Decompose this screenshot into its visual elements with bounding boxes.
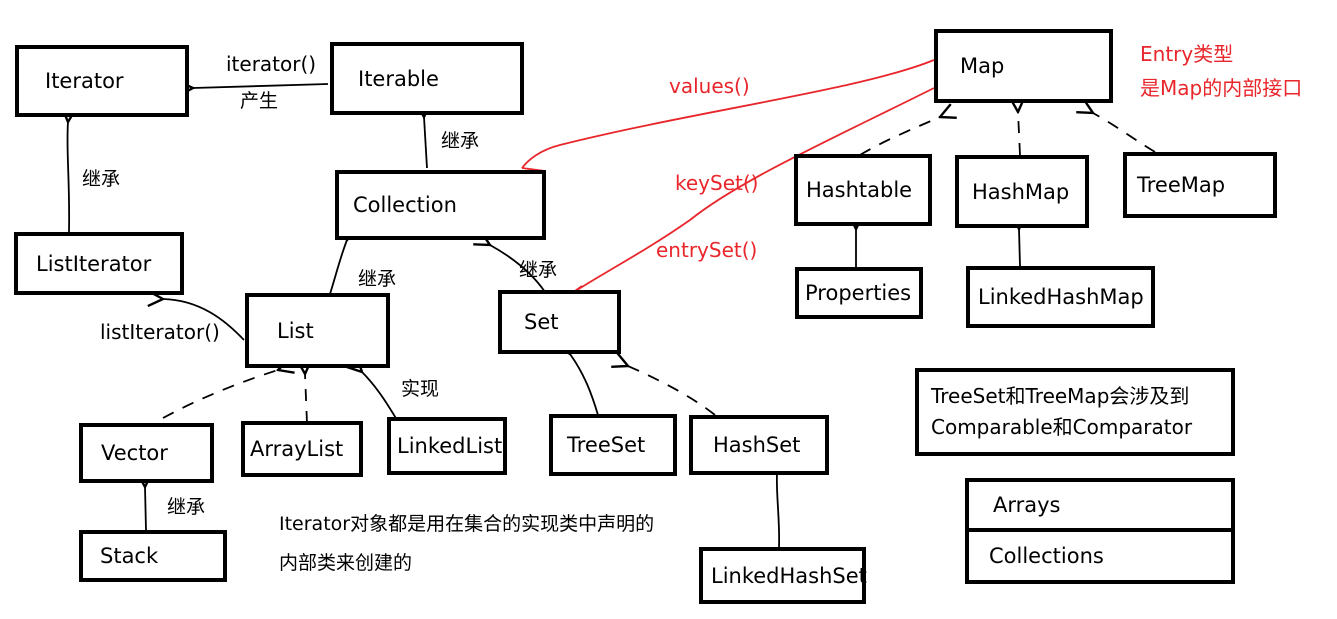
treemap-box: TreeMap (1123, 152, 1277, 218)
entry-type-line2: 是Map的内部接口 (1140, 76, 1303, 100)
linkedhashmap-inherit-arrow (1019, 229, 1020, 267)
comparator-note-line2: Comparable和Comparator (931, 415, 1193, 439)
hashtable-implement-arrow (859, 117, 940, 156)
linkedlist-implement-arrow (362, 372, 398, 421)
hashmap-box: HashMap (955, 155, 1089, 228)
list-inherit-label: 继承 (358, 268, 397, 290)
iterator-produce-arrow (193, 84, 329, 88)
hashtable-box: Hashtable (794, 154, 932, 226)
set-inherit-label: 继承 (519, 259, 558, 281)
iterable-box: Iterable (330, 42, 524, 115)
keyset-arrow (564, 87, 935, 299)
listiterator-box: ListIterator (14, 232, 184, 295)
properties-box: Properties (795, 267, 923, 319)
values-arrow (521, 59, 935, 169)
iterator-note-line1: Iterator对象都是用在集合的实现类中声明的 (279, 513, 655, 535)
hashset-implement-arrow (628, 366, 716, 416)
iterator-note-line2: 内部类来创建的 (279, 552, 413, 574)
entryset-label: entrySet() (656, 238, 758, 262)
vector-box: Vector (79, 423, 214, 483)
listiterator-method-label: listIterator() (100, 320, 220, 344)
map-box: Map (934, 29, 1113, 103)
listiterator-method-arrow (163, 299, 245, 341)
treeset-box: TreeSet (549, 414, 677, 476)
implement-label: 实现 (401, 378, 440, 400)
entry-type-line1: Entry类型 (1140, 42, 1234, 66)
collection-box: Collection (335, 170, 546, 240)
arrays-box: Arrays (965, 478, 1235, 532)
vector-implement-arrow (162, 370, 278, 419)
linkedlist-box: LinkedList (387, 417, 507, 475)
collection-inherit-arrow (424, 117, 427, 169)
arraylist-box: ArrayList (241, 421, 363, 477)
collections-box: Collections (965, 528, 1235, 584)
comparator-note-line1: TreeSet和TreeMap会涉及到 (931, 384, 1190, 408)
iterator-box: Iterator (15, 45, 189, 117)
list-box: List (245, 293, 390, 368)
list-inherit-arrow (329, 240, 347, 295)
values-label: values() (669, 74, 750, 98)
treemap-implement-arrow (1093, 113, 1156, 153)
keyset-label: keySet() (675, 171, 759, 195)
comparator-note-box: TreeSet和TreeMap会涉及到 Comparable和Comparato… (915, 368, 1235, 456)
iterator-method-label: iterator() (226, 52, 317, 76)
produce-label: 产生 (240, 90, 279, 112)
linkedhashmap-box: LinkedHashMap (966, 266, 1155, 328)
set-inherit-arrow (490, 245, 546, 293)
stack-box: Stack (79, 530, 227, 582)
listiterator-inherit-label: 继承 (82, 168, 121, 190)
stack-inherit-label: 继承 (167, 496, 206, 518)
set-box: Set (498, 290, 621, 354)
stack-inherit-arrow (145, 487, 146, 531)
linkedhashset-box: LinkedHashSet (699, 547, 867, 604)
hashmap-implement-arrow (1018, 112, 1020, 156)
listiterator-inherit-arrow (67, 122, 69, 233)
arraylist-implement-arrow (305, 374, 307, 424)
hashset-box: HashSet (689, 415, 829, 475)
collection-inherit-label: 继承 (441, 130, 480, 152)
linkedhashset-inherit-arrow (777, 473, 779, 548)
treeset-implement-arrow (570, 354, 599, 416)
